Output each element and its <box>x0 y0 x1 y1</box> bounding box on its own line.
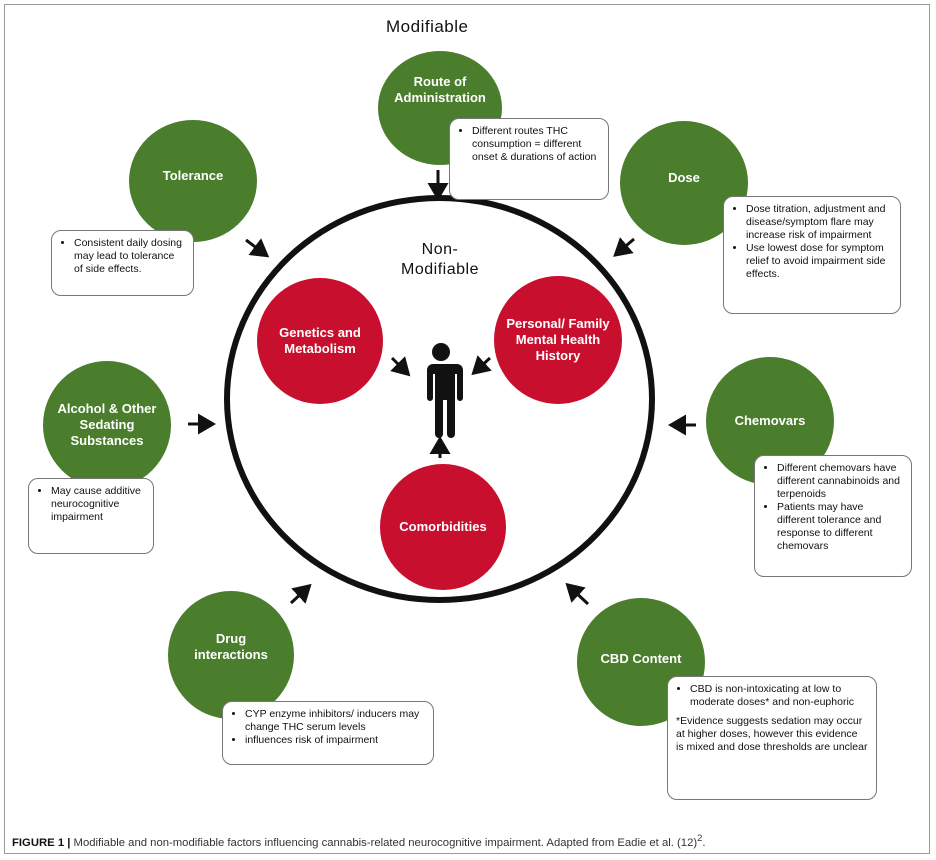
note-chemovars: Different chemovars have different canna… <box>754 455 912 577</box>
note-cbd: CBD is non-intoxicating at low to modera… <box>667 676 877 800</box>
modifiable-heading: Modifiable <box>386 17 469 36</box>
factor-comorbidities: Comorbidities <box>380 464 506 590</box>
note-route: Different routes THC consumption = diffe… <box>449 118 609 200</box>
person-icon <box>425 343 463 438</box>
note-cbd-footnote: *Evidence suggests sedation may occur at… <box>676 715 868 753</box>
note-drug-interactions: CYP enzyme inhibitors/ inducers may chan… <box>222 701 434 765</box>
factor-personal-family-history: Personal/ Family Mental Health History <box>494 276 622 404</box>
note-drug-item: CYP enzyme inhibitors/ inducers may chan… <box>245 708 425 734</box>
arrow-genetics <box>390 356 411 377</box>
factor-drug-interactions: Drug interactions <box>168 591 294 719</box>
arrow-cbd <box>565 582 590 606</box>
factor-tolerance: Tolerance <box>129 120 257 242</box>
note-tolerance: Consistent daily dosing may lead to tole… <box>51 230 194 296</box>
factor-genetics-metabolism: Genetics and Metabolism <box>257 278 383 404</box>
note-dose: Dose titration, adjustment and disease/s… <box>723 196 901 314</box>
arrow-tolerance <box>245 238 270 258</box>
note-drug-item: influences risk of impairment <box>245 734 425 747</box>
arrow-drug <box>289 583 312 605</box>
caption-label: FIGURE 1 | <box>12 836 71 849</box>
caption-superscript: 2 <box>697 832 703 843</box>
note-chemovars-item: Different chemovars have different canna… <box>777 462 903 501</box>
figure-frame <box>4 4 930 854</box>
note-chemovars-item: Patients may have different tolerance an… <box>777 501 903 553</box>
note-route-item: Different routes THC consumption = diffe… <box>472 125 600 164</box>
note-alcohol: May cause additive neurocognitive impair… <box>28 478 154 554</box>
note-alcohol-item: May cause additive neurocognitive impair… <box>51 485 145 524</box>
non-modifiable-heading-line2: Modifiable <box>401 261 479 278</box>
arrow-dose <box>613 237 635 257</box>
caption-text: Modifiable and non-modifiable factors in… <box>70 836 698 849</box>
figure-caption: FIGURE 1 | Modifiable and non-modifiable… <box>12 832 706 849</box>
note-tolerance-item: Consistent daily dosing may lead to tole… <box>74 237 185 276</box>
non-modifiable-heading: Non- Modifiable <box>380 240 500 280</box>
arrow-personal <box>471 355 492 376</box>
non-modifiable-heading-line1: Non- <box>421 241 459 258</box>
note-dose-item: Dose titration, adjustment and disease/s… <box>746 203 892 242</box>
note-cbd-item: CBD is non-intoxicating at low to modera… <box>690 683 868 709</box>
caption-end: . <box>702 836 706 849</box>
factor-alcohol-sedating-substances: Alcohol & Other Sedating Substances <box>43 361 171 489</box>
note-dose-item: Use lowest dose for symptom relief to av… <box>746 242 892 281</box>
